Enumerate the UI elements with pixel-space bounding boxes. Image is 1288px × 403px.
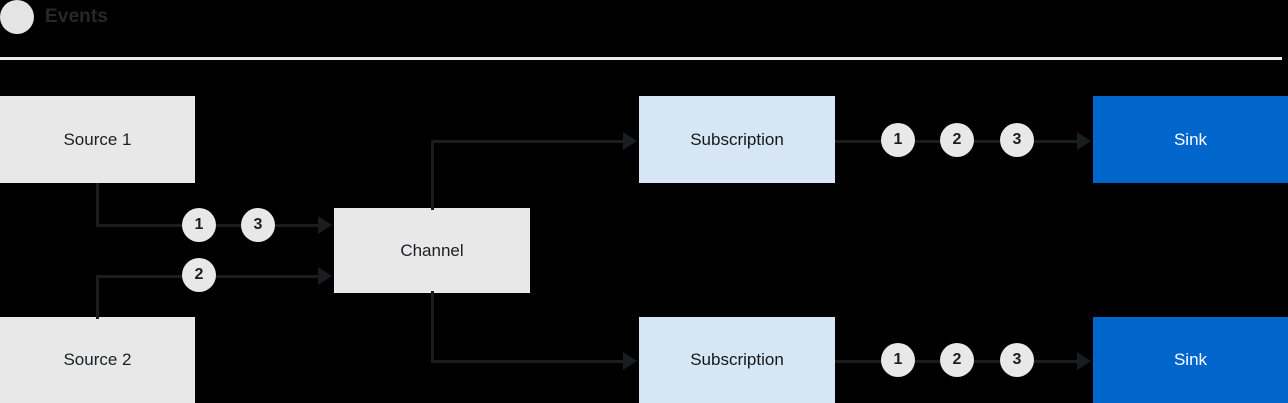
event-badge: 2	[940, 343, 974, 377]
arrowhead-source1-to-channel	[318, 216, 332, 234]
node-sink-bottom[interactable]: Sink	[1093, 317, 1288, 403]
event-dot-icon	[0, 0, 34, 34]
node-sink-top[interactable]: Sink	[1093, 96, 1288, 183]
arrowhead-channel-to-subscription-top	[623, 132, 637, 150]
event-badge: 1	[881, 123, 915, 157]
arrowhead-channel-to-subscription-bottom	[623, 352, 637, 370]
event-badge: 2	[182, 258, 216, 292]
arrowhead-source2-to-channel	[318, 267, 332, 285]
connector-source1-down	[96, 183, 99, 227]
header-divider	[0, 57, 1282, 60]
arrowhead-subscription-bottom-to-sink	[1077, 352, 1091, 370]
connector-channel-to-subtop	[431, 140, 623, 143]
node-source-2[interactable]: Source 2	[0, 317, 195, 403]
event-badge: 3	[1000, 123, 1034, 157]
node-channel[interactable]: Channel	[334, 208, 530, 293]
connector-channel-up	[431, 140, 434, 210]
event-badge: 3	[1000, 343, 1034, 377]
event-badge: 1	[881, 343, 915, 377]
legend-label: Events	[45, 6, 108, 27]
arrowhead-subscription-top-to-sink	[1077, 132, 1091, 150]
connector-source2-up	[96, 275, 99, 319]
event-badge: 3	[241, 208, 275, 242]
node-source-1[interactable]: Source 1	[0, 96, 195, 183]
connector-channel-down	[431, 291, 434, 363]
node-subscription-top[interactable]: Subscription	[639, 96, 835, 183]
event-badge: 1	[182, 208, 216, 242]
node-subscription-bottom[interactable]: Subscription	[639, 317, 835, 403]
event-badge: 2	[940, 123, 974, 157]
connector-channel-to-subbottom	[431, 360, 623, 363]
